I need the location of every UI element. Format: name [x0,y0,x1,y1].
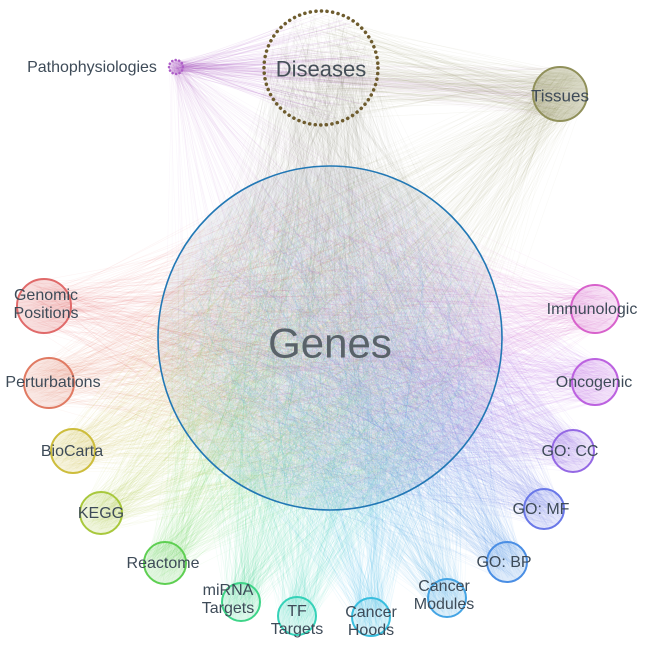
node-circle-kegg[interactable] [79,491,123,535]
node-circle-tissues[interactable] [532,66,588,122]
node-circle-cancer_hoods[interactable] [351,597,391,637]
node-circle-genomic_positions[interactable] [16,278,72,334]
node-circle-reactome[interactable] [143,541,187,585]
node-circle-diseases[interactable] [262,9,380,127]
node-circle-go_cc[interactable] [551,429,595,473]
node-circle-tf_targets[interactable] [277,596,317,636]
node-circle-oncogenic[interactable] [571,358,619,406]
genes-disk-background [158,166,502,510]
node-circle-perturbations[interactable] [23,357,75,409]
node-circle-mirna_targets[interactable] [221,582,261,622]
node-circle-pathophysiologies[interactable] [167,58,185,76]
node-circle-go_bp[interactable] [486,541,528,583]
edges-layer [18,11,619,636]
nodes-layer [16,9,620,637]
node-circle-biocarta[interactable] [50,428,96,474]
genes-disk-fill [158,166,502,510]
node-circle-go_mf[interactable] [523,488,565,530]
node-circle-cancer_modules[interactable] [427,578,467,618]
node-circle-immunologic[interactable] [570,284,620,334]
node-circle-genes[interactable] [157,165,503,511]
